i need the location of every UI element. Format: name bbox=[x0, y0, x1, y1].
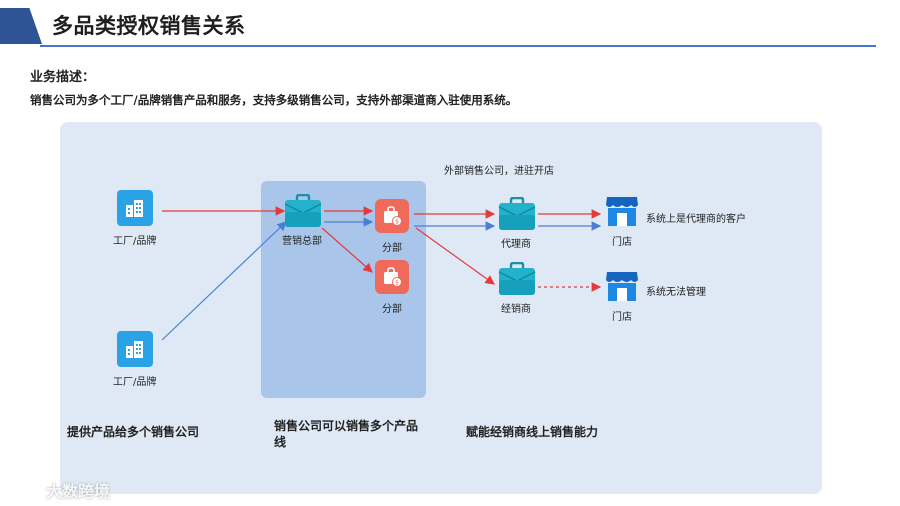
watermark-text: 大数跨境 bbox=[46, 482, 111, 501]
branch-node-bottom: $ 分部 bbox=[375, 260, 409, 315]
svg-text:$: $ bbox=[395, 219, 399, 226]
arrow-hq-to-branch2 bbox=[321, 227, 373, 273]
description-heading: 业务描述： bbox=[30, 70, 96, 85]
store-node-top: 门店 bbox=[605, 195, 639, 248]
caption-left: 提供产品给多个销售公司 bbox=[67, 425, 200, 439]
bag-icon: $ bbox=[375, 199, 409, 233]
briefcase-icon bbox=[497, 261, 536, 295]
bag-icon: $ bbox=[375, 260, 409, 294]
store-label-top: 门店 bbox=[612, 237, 632, 248]
factory-node-top: 工厂/品牌 bbox=[113, 190, 156, 247]
watermark-logo-icon bbox=[13, 482, 39, 497]
caption-right: 赋能经销商线上销售能力 bbox=[466, 425, 599, 439]
factory-icon bbox=[116, 331, 153, 367]
branch-node-top: $ 分部 bbox=[375, 199, 409, 254]
factory-label-bottom: 工厂/品牌 bbox=[113, 377, 157, 388]
factory-node-bottom: 工厂/品牌 bbox=[113, 331, 156, 388]
page-title: 多品类授权销售关系 bbox=[52, 14, 246, 38]
branch-label-bottom: 分部 bbox=[382, 304, 402, 315]
external-company-note: 外部销售公司，进驻开店 bbox=[444, 166, 554, 177]
store-label-bottom: 门店 bbox=[612, 312, 632, 323]
arrow-factory2-to-hq bbox=[161, 221, 287, 341]
store-node-bottom: 门店 bbox=[605, 270, 639, 323]
hq-node: 营销总部 bbox=[282, 193, 322, 247]
factory-icon bbox=[116, 190, 153, 226]
dealer-node: 经销商 bbox=[497, 261, 536, 315]
caption-middle: 销售公司可以销售多个产品线 bbox=[274, 419, 419, 449]
hq-label: 营销总部 bbox=[282, 236, 322, 247]
store-bottom-note: 系统无法管理 bbox=[646, 287, 706, 298]
store-icon bbox=[605, 270, 639, 302]
title-divider bbox=[40, 45, 876, 47]
store-top-note: 系统上是代理商的客户 bbox=[646, 214, 746, 225]
watermark: 大数跨境 bbox=[12, 478, 110, 502]
description-text: 销售公司为多个工厂/品牌销售产品和服务，支持多级销售公司，支持外部渠道商入驻使用… bbox=[30, 93, 518, 107]
agent-label: 代理商 bbox=[501, 239, 531, 250]
svg-text:$: $ bbox=[395, 280, 399, 287]
agent-node: 代理商 bbox=[497, 196, 536, 250]
briefcase-icon bbox=[497, 196, 536, 230]
branch-label-top: 分部 bbox=[382, 243, 402, 254]
briefcase-icon bbox=[283, 193, 322, 227]
diagram-panel bbox=[60, 122, 822, 494]
factory-label-top: 工厂/品牌 bbox=[113, 236, 157, 247]
arrow-branch-to-dealer bbox=[415, 227, 495, 285]
store-icon bbox=[605, 195, 639, 227]
dealer-label: 经销商 bbox=[501, 304, 531, 315]
